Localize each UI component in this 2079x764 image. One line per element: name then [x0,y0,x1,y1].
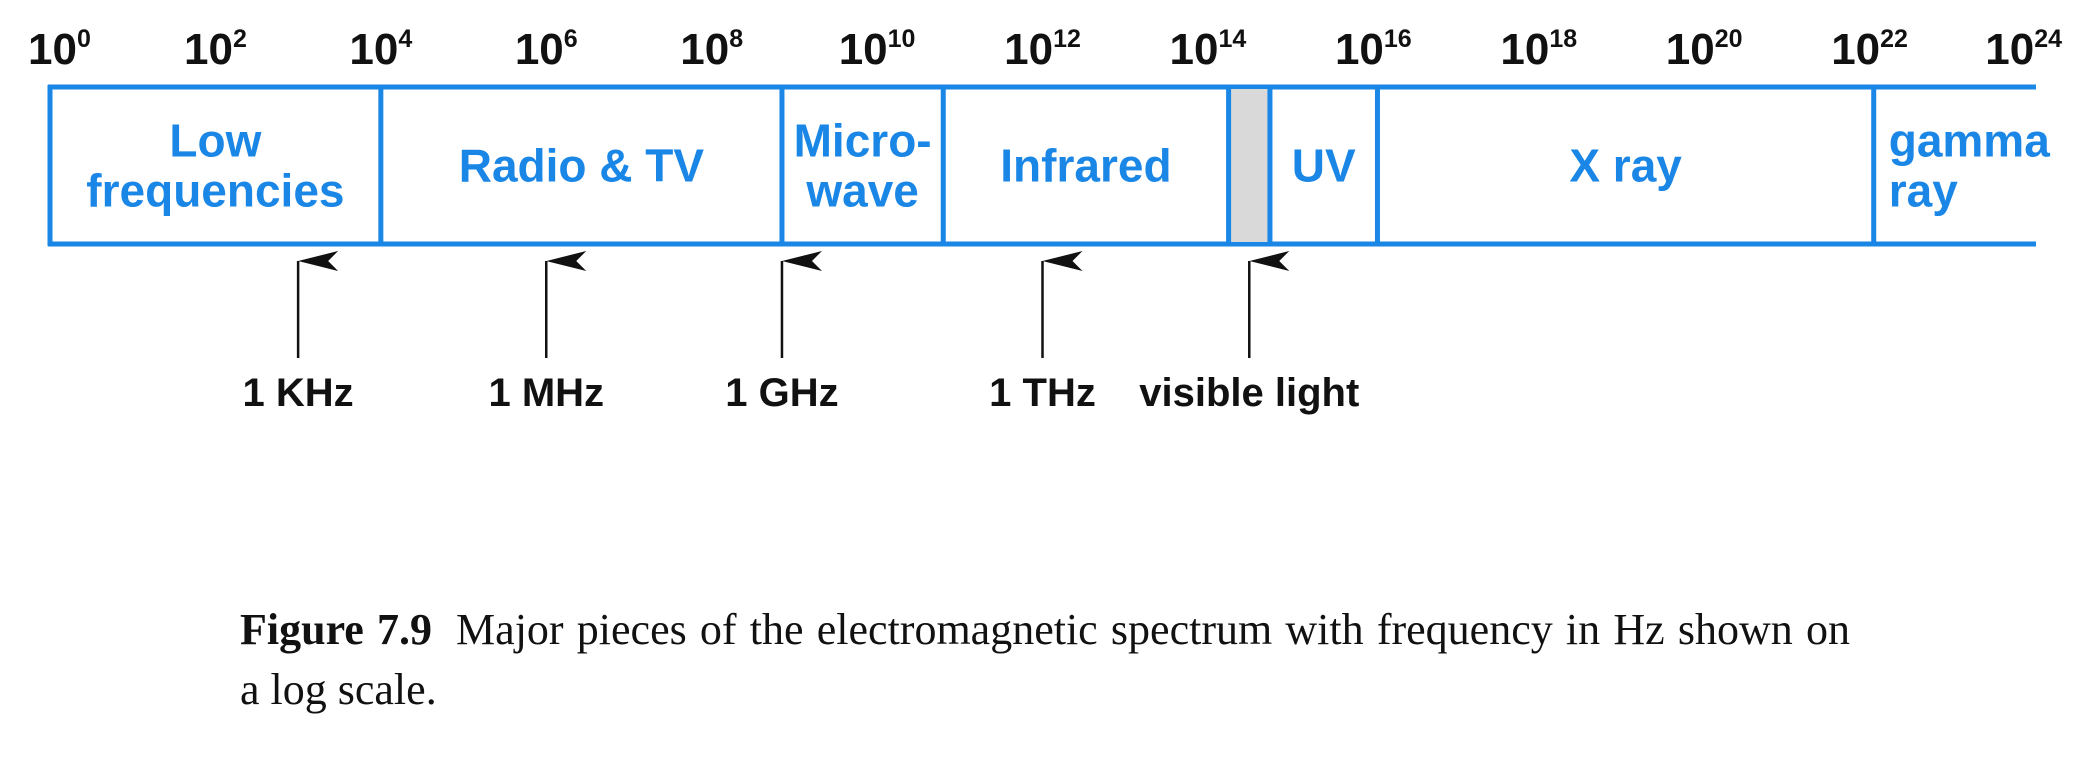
scale-tick-label: 1020 [1666,25,1743,74]
band-label-line: ray [1889,165,1958,217]
tick-exponent: 0 [77,25,91,53]
tick-exponent: 2 [233,25,247,53]
tick-base: 10 [1004,25,1053,74]
tick-base: 10 [680,25,729,74]
tick-exponent: 16 [1384,25,1412,53]
scale-tick-label: 102 [184,25,247,74]
band-label: X ray [1569,140,1682,192]
tick-base: 10 [184,25,233,74]
tick-base: 10 [1666,25,1715,74]
tick-base: 10 [1500,25,1549,74]
band-label-line: Radio & TV [459,140,705,192]
marker-label: 1 KHz [243,371,354,415]
band-label-line: Low [169,115,261,167]
band-label-line: gamma [1889,115,2050,167]
frequency-markers: 1 KHz 1 MHz 1 GHz 1 THz visible light [243,251,1359,415]
scale-tick-label: 1022 [1831,25,1908,74]
scale-tick-label: 1010 [839,25,916,74]
marker-label: 1 THz [989,371,1096,415]
marker-label: visible light [1139,371,1359,415]
scale-tick-label: 1016 [1335,25,1412,74]
scale-tick-label: 100 [28,25,91,74]
tick-exponent: 12 [1053,25,1081,53]
tick-base: 10 [1170,25,1219,74]
tick-base: 10 [349,25,398,74]
tick-exponent: 4 [398,25,412,53]
caption-figure-number: Figure 7.9 [240,605,433,654]
tick-base: 10 [1831,25,1880,74]
band-label-line: frequencies [86,165,344,217]
marker-label: 1 GHz [725,371,838,415]
scale-tick-label: 1024 [1985,25,2062,74]
tick-exponent: 20 [1715,25,1743,53]
band-label: Radio & TV [459,140,705,192]
scale-tick-label: 104 [349,25,412,74]
band-label-line: Infrared [1000,140,1171,192]
tick-exponent: 14 [1218,25,1246,53]
scale-tick-label: 106 [515,25,578,74]
tick-exponent: 6 [564,25,578,53]
scale-tick-label: 1012 [1004,25,1081,74]
visible-light-band [1228,89,1270,242]
tick-base: 10 [28,25,77,74]
tick-base: 10 [1335,25,1384,74]
marker-label: 1 MHz [488,371,604,415]
band-label-line: UV [1292,140,1356,192]
caption-text: Major pieces of the electromagnetic spec… [240,605,1850,714]
scale-tick-label: 1014 [1170,25,1247,74]
scale-tick-label: 1018 [1500,25,1577,74]
tick-base: 10 [839,25,888,74]
band-label: Infrared [1000,140,1171,192]
tick-exponent: 24 [2034,25,2062,53]
tick-exponent: 8 [729,25,743,53]
band-label-line: Micro- [794,115,932,167]
tick-exponent: 10 [888,25,916,53]
band-label-line: X ray [1569,140,1682,192]
tick-exponent: 22 [1880,25,1908,53]
tick-base: 10 [515,25,564,74]
band-label: Micro-wave [794,115,932,217]
tick-base: 10 [1985,25,2034,74]
tick-exponent: 18 [1549,25,1577,53]
band-label: UV [1292,140,1356,192]
scale-tick-label: 108 [680,25,743,74]
band-label-line: wave [805,165,919,217]
